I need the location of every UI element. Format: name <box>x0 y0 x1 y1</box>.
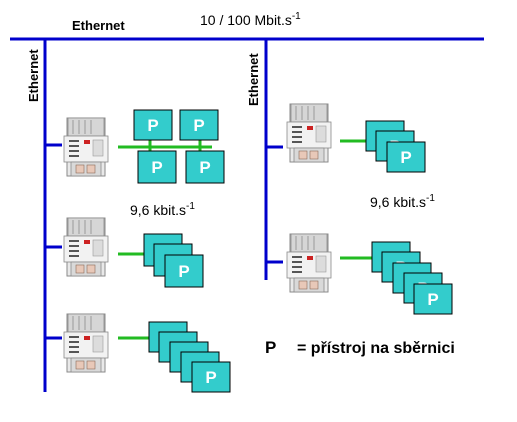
gateway-icon <box>63 217 109 277</box>
bus-device-box: P <box>185 150 225 184</box>
bus-device-box: P <box>386 141 426 173</box>
bus-device-letter: P <box>193 116 204 135</box>
gateway-icon <box>63 117 109 177</box>
ethernet-top-label: Ethernet <box>72 18 125 33</box>
speed-right-label: 9,6 kbit.s-1 <box>370 193 435 210</box>
bus-device-box: P <box>137 150 177 184</box>
gateway-icon <box>63 313 109 373</box>
bus-device-box: P <box>191 361 231 393</box>
bus-devices: PPPPPPPPPPPPPPPPPPPP <box>133 109 453 393</box>
ethernet-left-bus <box>43 39 62 392</box>
bus-device-letter: P <box>427 290 438 309</box>
gateway-icon <box>286 103 332 163</box>
bus-device-letter: P <box>400 148 411 167</box>
line-links <box>118 139 374 340</box>
bus-device-letter: P <box>147 116 158 135</box>
speed-left-label: 9,6 kbit.s-1 <box>130 201 195 218</box>
bus-device-letter: P <box>199 158 210 177</box>
ethernet-right-label: Ethernet <box>246 53 261 106</box>
ethernet-left-label: Ethernet <box>26 49 41 102</box>
bus-device-box: P <box>413 283 453 315</box>
legend-p: P <box>265 338 276 357</box>
ethernet-right-bus <box>264 39 283 280</box>
speed-main-label: 10 / 100 Mbit.s-1 <box>200 11 301 28</box>
bus-device-letter: P <box>151 158 162 177</box>
legend-text: = přístroj na sběrnici <box>297 340 455 357</box>
bus-device-box: P <box>164 254 204 288</box>
bus-device-box: P <box>133 109 173 141</box>
bus-device-letter: P <box>205 368 216 387</box>
gateway-icon <box>286 233 332 293</box>
bus-device-box: P <box>179 109 219 141</box>
bus-device-letter: P <box>178 262 189 281</box>
